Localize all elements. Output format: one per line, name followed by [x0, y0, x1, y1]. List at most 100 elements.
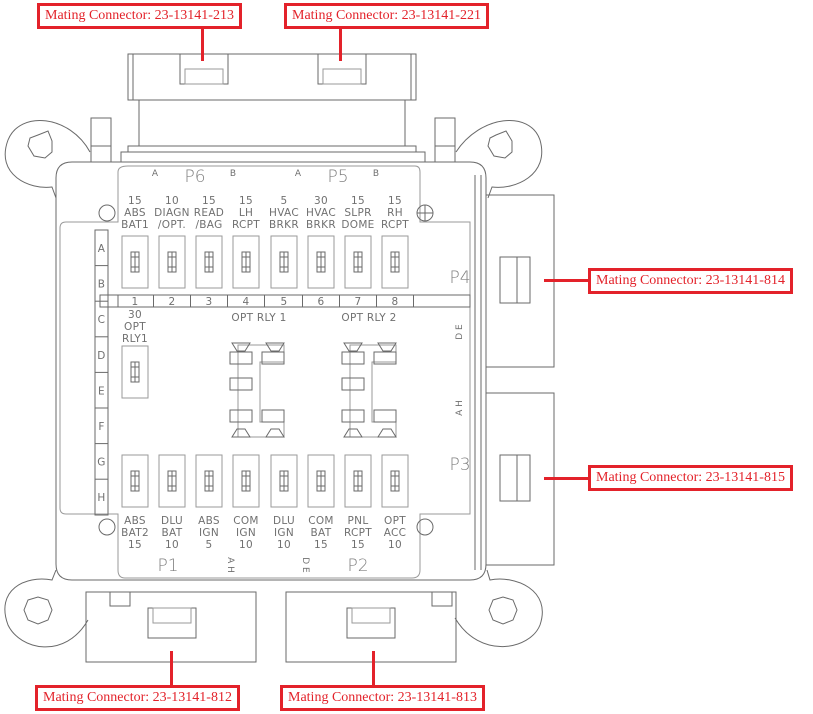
leader-p2: [372, 651, 375, 688]
p1-label: P1: [157, 556, 178, 576]
fuse-cavity: [381, 454, 409, 508]
fuse-amp: 5: [281, 195, 288, 207]
fuse-amp: 15: [239, 195, 253, 207]
callout-p2-mating-connector: Mating Connector: 23-13141-813: [280, 685, 485, 711]
fuse-label-line1: COM: [308, 515, 334, 527]
callout-p5-mating-connector: Mating Connector: 23-13141-221: [284, 3, 489, 29]
fuse-amp: 30: [314, 195, 328, 207]
position-number: 4: [243, 296, 250, 308]
fuse-amp: 10: [165, 539, 179, 551]
top-fuse-row: 15ABSBAT110DIAGN/OPT.15READ/BAG15LHRCPT5…: [121, 195, 409, 289]
fuse-cavity: [158, 454, 186, 508]
row-label: F: [98, 421, 104, 433]
position-number: 1: [132, 296, 139, 308]
fuse-amp: 15: [388, 195, 402, 207]
callout-p6-mating-connector: Mating Connector: 23-13141-213: [37, 3, 242, 29]
relay-1-label: OPT RLY 1: [231, 312, 286, 324]
position-number: 8: [392, 296, 399, 308]
p6-pin-a: A: [152, 169, 159, 179]
relay-socket-opt-rly-1[interactable]: [229, 342, 285, 438]
fuse-label-line1: ABS: [124, 515, 146, 527]
row-label: E: [98, 385, 105, 397]
fuse-label-line2: RCPT: [232, 219, 260, 231]
fuse-cavity: [195, 454, 223, 508]
fuse-label-line2: ACC: [384, 527, 407, 539]
p4-label: P4: [449, 268, 470, 288]
row-label: B: [98, 279, 106, 291]
relay-socket-opt-rly-2[interactable]: [341, 342, 397, 438]
fuse-amp: 10: [239, 539, 253, 551]
callout-p1-mating-connector: Mating Connector: 23-13141-812: [35, 685, 240, 711]
fuse-label-line1: OPT: [384, 515, 406, 527]
p5-pin-b: B: [373, 169, 379, 179]
p2-label: P2: [347, 556, 368, 576]
fuse-label-line1: READ: [194, 207, 224, 219]
right-connector-housings: [474, 175, 555, 570]
p5-pin-a: A: [295, 169, 302, 179]
fuse-label-line1: SLPR: [344, 207, 371, 219]
position-number: 5: [281, 296, 288, 308]
row-label: C: [98, 314, 106, 326]
fuse-amp: 15: [128, 195, 142, 207]
leader-p3: [544, 477, 590, 480]
bottom-connector-housings: [85, 591, 457, 663]
callout-p4-mating-connector: Mating Connector: 23-13141-814: [588, 268, 793, 294]
fuse-amp: 15: [128, 539, 142, 551]
opt-relay-fuse[interactable]: 30 OPT RLY1: [121, 309, 149, 399]
fuse-amp: 15: [314, 539, 328, 551]
leader-p4: [544, 279, 590, 282]
fuse-label-line1: HVAC: [269, 207, 299, 219]
top-connector-housing: [120, 53, 426, 163]
fuse-cavity: [121, 454, 149, 508]
fuse-amp: 15: [351, 195, 365, 207]
fuse-label-line2: /BAG: [195, 219, 222, 231]
fuse-label-line1: ABS: [198, 515, 220, 527]
position-number: 6: [318, 296, 325, 308]
p3-pins: A H: [455, 400, 465, 416]
row-label: H: [97, 492, 105, 504]
fuse-label-line2: IGN: [274, 527, 294, 539]
p2-pins: D E: [300, 557, 310, 573]
fuse-label-line2: BAT: [311, 527, 332, 539]
fuse-cavity: [270, 454, 298, 508]
leader-p6: [201, 27, 204, 61]
fuse-label-line1: RH: [387, 207, 403, 219]
row-label: D: [97, 350, 105, 362]
fuse-label-line1: OPT: [124, 321, 146, 333]
leader-p5: [339, 27, 342, 61]
fuse-label-line1: HVAC: [306, 207, 336, 219]
fuse-label-line2: IGN: [199, 527, 219, 539]
callout-p3-mating-connector: Mating Connector: 23-13141-815: [588, 465, 793, 491]
p6-pin-b: B: [230, 169, 236, 179]
fuse-label-line1: PNL: [348, 515, 369, 527]
fuse-label-line2: IGN: [236, 527, 256, 539]
fuse-amp: 10: [165, 195, 179, 207]
fuse-label-line1: DLU: [273, 515, 295, 527]
fuse-label-line1: LH: [239, 207, 253, 219]
fuse-amp: 10: [277, 539, 291, 551]
fuse-label-line2: BAT2: [121, 527, 149, 539]
p1-pins: A H: [225, 557, 235, 573]
fuse-amp: 10: [388, 539, 402, 551]
fuse-label-line1: COM: [233, 515, 259, 527]
fuse-cavity: [232, 235, 260, 289]
fuse-cavity: [121, 345, 149, 399]
fuse-label-line2: RLY1: [122, 333, 148, 345]
